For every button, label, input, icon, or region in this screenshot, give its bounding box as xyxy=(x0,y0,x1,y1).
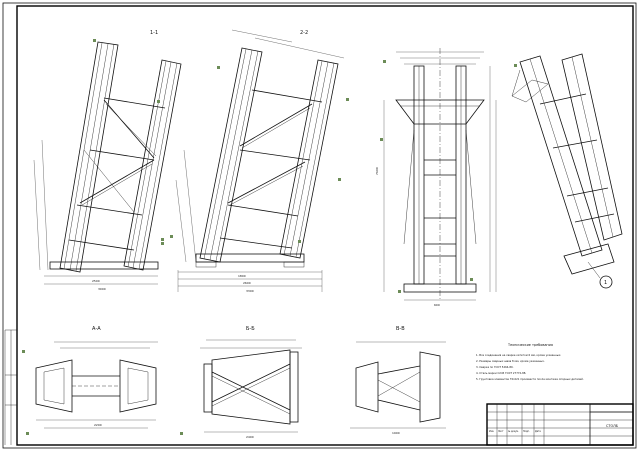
callout-bubble xyxy=(599,275,613,289)
view-2-2-label: 2-2 xyxy=(300,30,308,36)
view-front-elevation: 600 7600 xyxy=(375,48,497,307)
view-v-v: В-В 1900 xyxy=(350,326,446,435)
svg-text:3300: 3300 xyxy=(246,289,254,293)
view-2-2: 2-2 1800 2600 3300 xyxy=(170,29,349,293)
inner-frame xyxy=(16,5,634,446)
stamp-code: СТОЛБ xyxy=(606,424,619,428)
title-block: Изм. Лист № докум. Подп. Дата СТОЛБ xyxy=(486,403,634,446)
view-a-a-label: А-А xyxy=(92,326,101,332)
svg-text:2400: 2400 xyxy=(246,435,254,439)
svg-text:2500: 2500 xyxy=(92,279,100,283)
technical-notes: Технические требования 1. Все соединения… xyxy=(476,343,584,381)
callout-number: 1 xyxy=(604,280,607,286)
view-a-a: А-А 2200 xyxy=(22,326,183,435)
stamp-label-5: Дата xyxy=(535,430,541,433)
note-5: 5. Грунтовка элементов ГФ-021 произвести… xyxy=(476,377,584,381)
stamp-label-4: Подп. xyxy=(523,430,530,433)
note-1: 1. Все соединения на сварке катетом 6 мм… xyxy=(476,353,561,357)
svg-text:2200: 2200 xyxy=(94,423,102,427)
note-4: 4. Сталь марки С245 ГОСТ 27772-88. xyxy=(476,371,526,375)
view-b-b: Б-Б 2400 xyxy=(200,326,302,439)
svg-text:600: 600 xyxy=(434,303,440,307)
view-isometric: 1 xyxy=(511,53,623,289)
view-v-v-label: В-В xyxy=(396,326,405,332)
view-1-1: 1-1 2500 3000 xyxy=(33,30,182,291)
svg-text:2600: 2600 xyxy=(243,281,251,285)
note-3: 3. Сварка по ГОСТ 5264-80. xyxy=(476,365,514,369)
svg-text:1900: 1900 xyxy=(392,431,400,435)
svg-text:7600: 7600 xyxy=(375,167,379,175)
stamp-label-1: Изм. xyxy=(489,430,494,433)
notes-title: Технические требования xyxy=(507,343,553,347)
view-1-1-label: 1-1 xyxy=(150,30,158,36)
stamp-label-3: № докум. xyxy=(508,430,519,433)
stamp-label-2: Лист xyxy=(498,430,504,433)
view-b-b-label: Б-Б xyxy=(246,326,255,332)
svg-text:1800: 1800 xyxy=(238,274,246,278)
outer-frame xyxy=(2,2,637,449)
svg-text:3000: 3000 xyxy=(98,287,106,291)
note-2: 2. Размеры сварных швов 8 мм, кроме указ… xyxy=(476,359,545,363)
